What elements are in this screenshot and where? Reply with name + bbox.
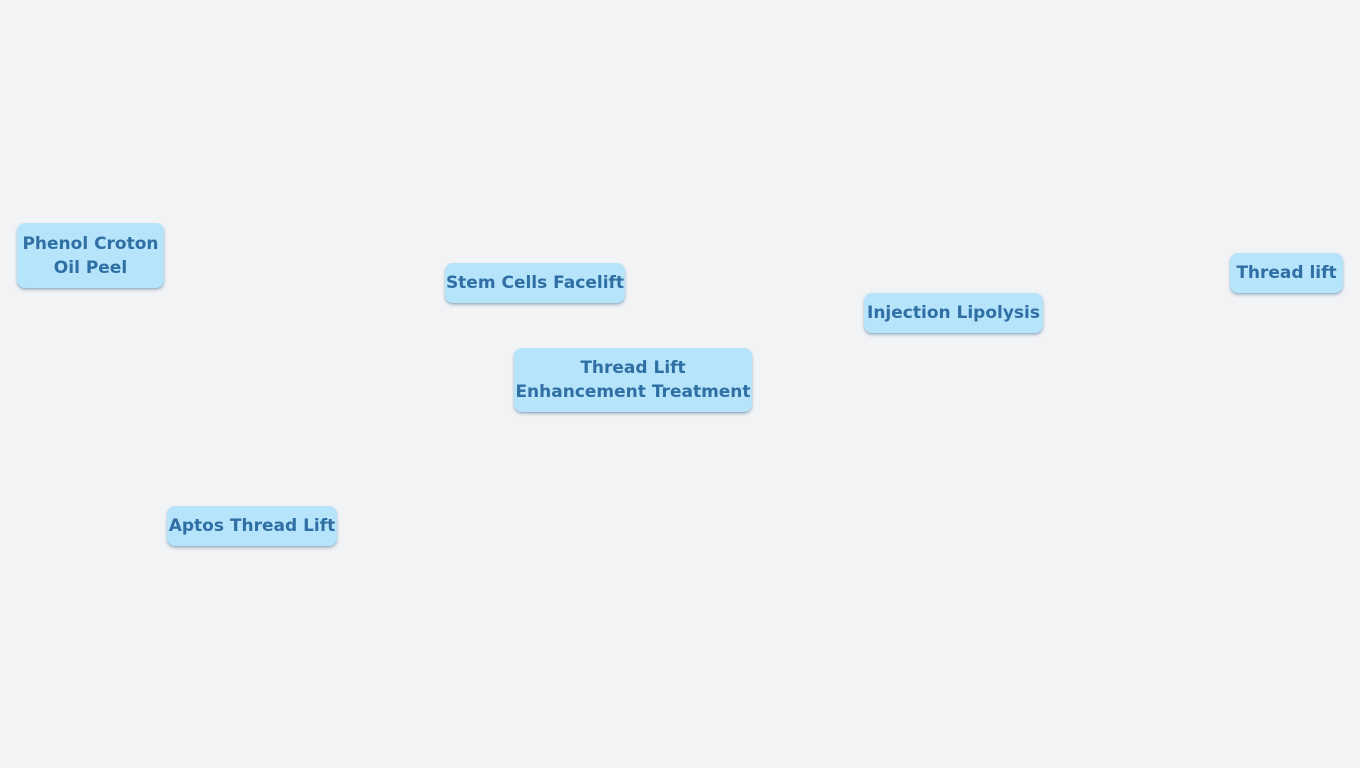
- node-aptos-thread-lift[interactable]: Aptos Thread Lift: [167, 506, 337, 546]
- node-phenol-croton-oil-peel[interactable]: Phenol Croton Oil Peel: [17, 223, 164, 288]
- node-label-line: Thread Lift: [580, 358, 686, 378]
- node-label-line: Oil Peel: [53, 257, 128, 278]
- node-label-line: Phenol Croton: [22, 233, 159, 254]
- node-label-line: Enhancement Treatment: [515, 382, 751, 402]
- node-label: Stem Cells Facelift: [445, 273, 625, 293]
- node-injection-lipolysis[interactable]: Injection Lipolysis: [864, 293, 1043, 333]
- node-label: Injection Lipolysis: [867, 303, 1040, 323]
- node-thread-lift[interactable]: Thread lift: [1230, 253, 1343, 293]
- node-stem-cells-facelift[interactable]: Stem Cells Facelift: [445, 263, 625, 303]
- node-label: Thread lift: [1236, 263, 1337, 283]
- node-thread-lift-enhancement-treatment[interactable]: Thread Lift Enhancement Treatment: [514, 348, 752, 412]
- node-label: Aptos Thread Lift: [168, 516, 336, 536]
